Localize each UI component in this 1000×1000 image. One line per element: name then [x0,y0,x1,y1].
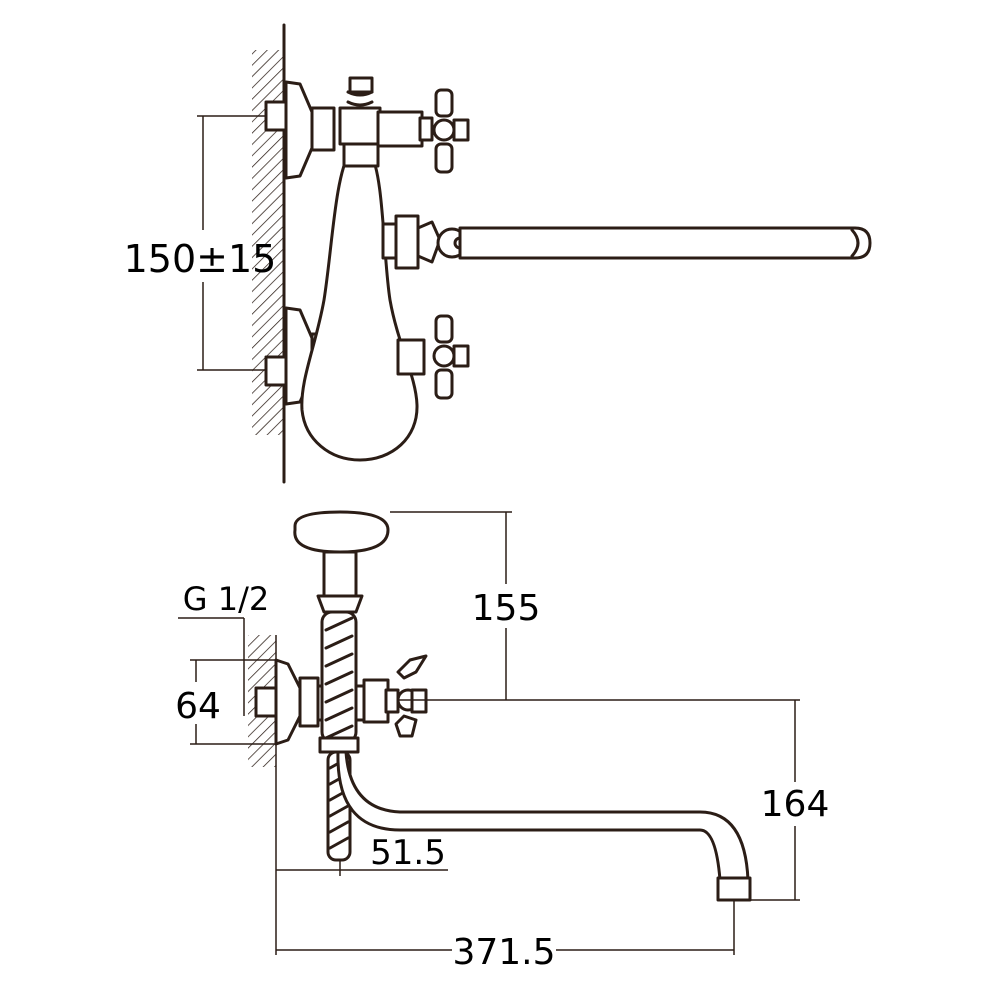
front-view: 150±15 [124,23,872,484]
label-spout-drop: 164 [761,784,830,825]
shower-hose [318,610,360,862]
label-inlet-spacing: 150±15 [124,237,277,281]
upper-tap [376,88,470,174]
label-thread: G 1/2 [183,580,269,618]
dim-thread: G 1/2 [178,580,269,716]
dim-spout-drop: 164 [750,700,830,901]
spout-front [381,214,872,270]
spout-side [336,750,752,902]
side-view: 155 G 1/2 64 164 51.5 [175,510,830,973]
mixer-body [300,150,419,462]
eccentric-top [264,80,336,180]
side-tap-handle [394,654,428,738]
dim-handle-height: 155 [390,511,800,701]
label-handle-height: 155 [472,588,541,629]
hose-outlet-top [338,76,382,146]
lower-tap [396,314,470,400]
label-body-height: 64 [175,686,221,727]
label-hose-offset: 51.5 [370,833,446,873]
wall-bottom [248,635,277,955]
dim-hose-offset: 51.5 [276,833,448,876]
eccentric-bottom [264,306,332,406]
dim-inlet-spacing: 150±15 [124,115,277,371]
label-spout-length: 371.5 [452,932,555,973]
dim-spout-length: 371.5 [276,900,735,973]
dim-body-height: 64 [175,659,276,745]
diverter-handle [293,510,390,614]
